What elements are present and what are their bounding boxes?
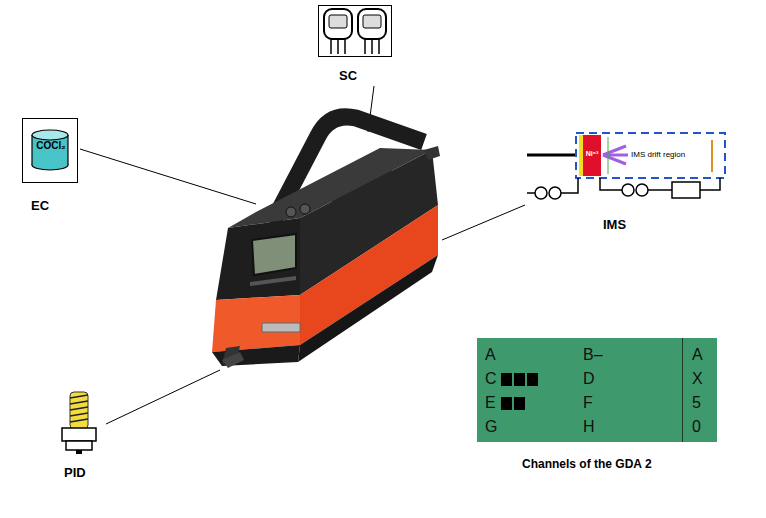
channel-label: X	[692, 370, 703, 388]
sensor-label: IMS	[603, 218, 626, 233]
sensor-label: COCl₂	[23, 140, 79, 152]
channel-label: 5	[692, 394, 701, 412]
channel-label: C	[485, 370, 497, 388]
channel-label: H	[583, 418, 595, 436]
sensor-label: PID	[64, 466, 86, 481]
sensor-label: IMS drift region	[631, 150, 685, 159]
channel-label: F	[583, 394, 593, 412]
level-bar	[514, 373, 525, 386]
channel-label: A	[692, 346, 703, 364]
sensor-label: Ni⁶³	[583, 150, 601, 158]
sensor-icons	[324, 9, 386, 54]
sensor-box: COCl₂EC	[22, 118, 78, 183]
sensor-label: EC	[31, 199, 49, 214]
ims-schematic	[527, 133, 725, 199]
pid-lamp-icon	[62, 392, 96, 454]
channel-label: B–	[583, 346, 603, 364]
channel-label: A	[485, 346, 496, 364]
ims-box: Ni⁶³IMS drift regionIMS	[527, 130, 727, 208]
column-divider	[682, 338, 683, 442]
channel-label: E	[485, 394, 496, 412]
level-bar	[514, 397, 525, 410]
level-bar	[527, 373, 538, 386]
channel-label: G	[485, 418, 497, 436]
sensor-box: SC	[318, 5, 392, 57]
leader-lines	[80, 86, 525, 424]
caption: Channels of the GDA 2	[522, 458, 652, 472]
level-bar	[501, 397, 512, 410]
channel-label: 0	[692, 418, 701, 436]
sensor-box: PID	[58, 388, 100, 450]
gda2-device	[212, 117, 440, 368]
channel-display: AB–ACDXEF5GH0	[477, 338, 717, 442]
sensor-label: SC	[339, 69, 357, 84]
channel-label: D	[583, 370, 595, 388]
level-bar	[501, 373, 512, 386]
